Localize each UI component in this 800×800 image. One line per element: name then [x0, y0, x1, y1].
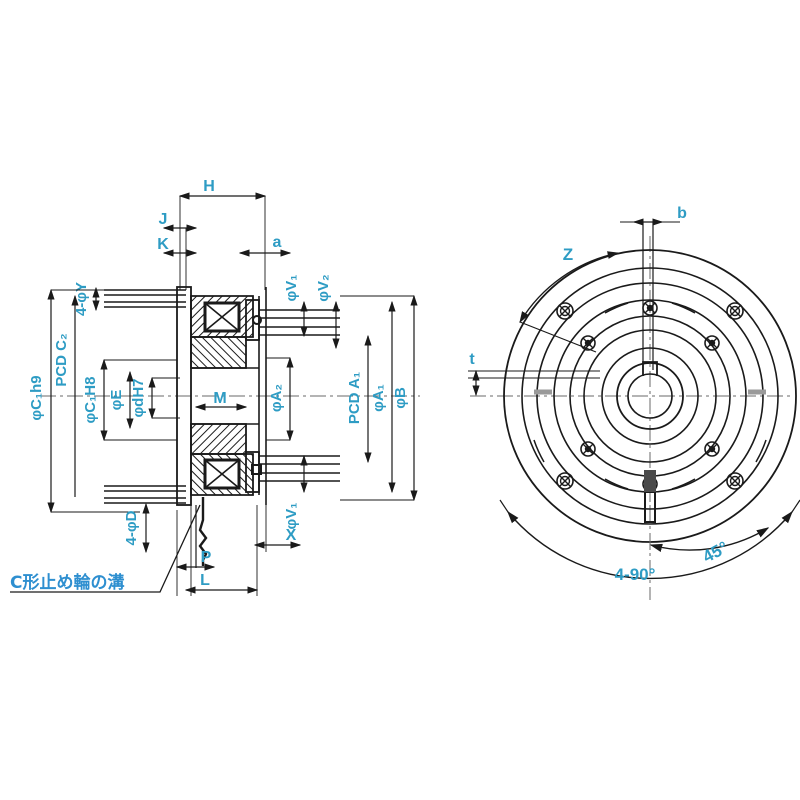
- dimension-b-group: b: [620, 205, 687, 370]
- note-label-retaining-ring-groove: C形止め輪の溝: [10, 572, 124, 593]
- lower-bearing-assembly: [190, 423, 262, 496]
- concentric-circles: [503, 249, 797, 543]
- dimension-label-b: b: [677, 205, 687, 222]
- retaining-groove-detail: [195, 497, 208, 568]
- dimension-label-phi-C1h9: φC₁h9: [28, 375, 45, 420]
- dimension-label-phi-V1-bottom: φV₁: [283, 503, 300, 530]
- dimension-label-phi-E: φE: [108, 390, 125, 411]
- dimension-label-phi-A1: φA₁: [370, 384, 387, 412]
- dimension-Z-group: Z: [519, 245, 620, 353]
- dimension-label-phi-A2: φA₂: [268, 384, 285, 412]
- top-dimension-group: H J K a: [157, 178, 292, 290]
- dimension-label-J: J: [159, 211, 168, 228]
- dimension-label-M: M: [213, 390, 226, 407]
- left-dimension-group: 4-φY PCD C₂ φC₁H8 φE φdH7 φC₁h9: [28, 282, 180, 554]
- dimension-label-Z: Z: [563, 245, 573, 264]
- dimension-label-t: t: [469, 351, 475, 368]
- dimension-label-phi-dH7: φdH7: [130, 378, 147, 417]
- dimension-label-K: K: [157, 236, 169, 253]
- dimension-label-4-phi-Y: 4-φY: [73, 282, 90, 316]
- dimension-label-PCD-A1: PCD A₁: [346, 372, 363, 424]
- right-profile-lines: [259, 309, 340, 482]
- dimension-label-phi-V1-top: φV₁: [283, 275, 300, 302]
- dimension-t-group: t: [468, 351, 600, 397]
- dimension-label-L: L: [200, 572, 210, 589]
- upper-bearing-assembly: [190, 295, 262, 369]
- dimension-label-X: X: [286, 527, 297, 544]
- dimension-label-PCD-C2: PCD C₂: [53, 333, 70, 386]
- bottom-dimension-group: X P L: [175, 505, 302, 596]
- dimension-label-phi-B: φB: [392, 387, 409, 409]
- inner-dimension-group: M: [194, 390, 248, 411]
- dimension-label-a: a: [273, 234, 282, 251]
- dimension-label-phi-C1H8: φC₁H8: [82, 377, 99, 424]
- dimension-label-4-90deg: 4-90°: [615, 565, 656, 584]
- shaft-bore-lines: [191, 287, 267, 505]
- dimension-label-phi-V2: φV₂: [315, 274, 332, 301]
- dimension-label-H: H: [203, 178, 215, 195]
- dimension-label-4-phi-D: 4-φD: [123, 510, 140, 545]
- cross-section-view: H J K a 4-φY PCD C₂ φC₁H8: [10, 178, 420, 596]
- retaining-ring-note-callout: C形止め輪の溝: [10, 504, 201, 593]
- dimension-label-P: P: [201, 549, 212, 566]
- right-dimension-group: φV₁ φV₂ φA₂ PCD A₁ φA₁ φB φV₁: [266, 274, 418, 530]
